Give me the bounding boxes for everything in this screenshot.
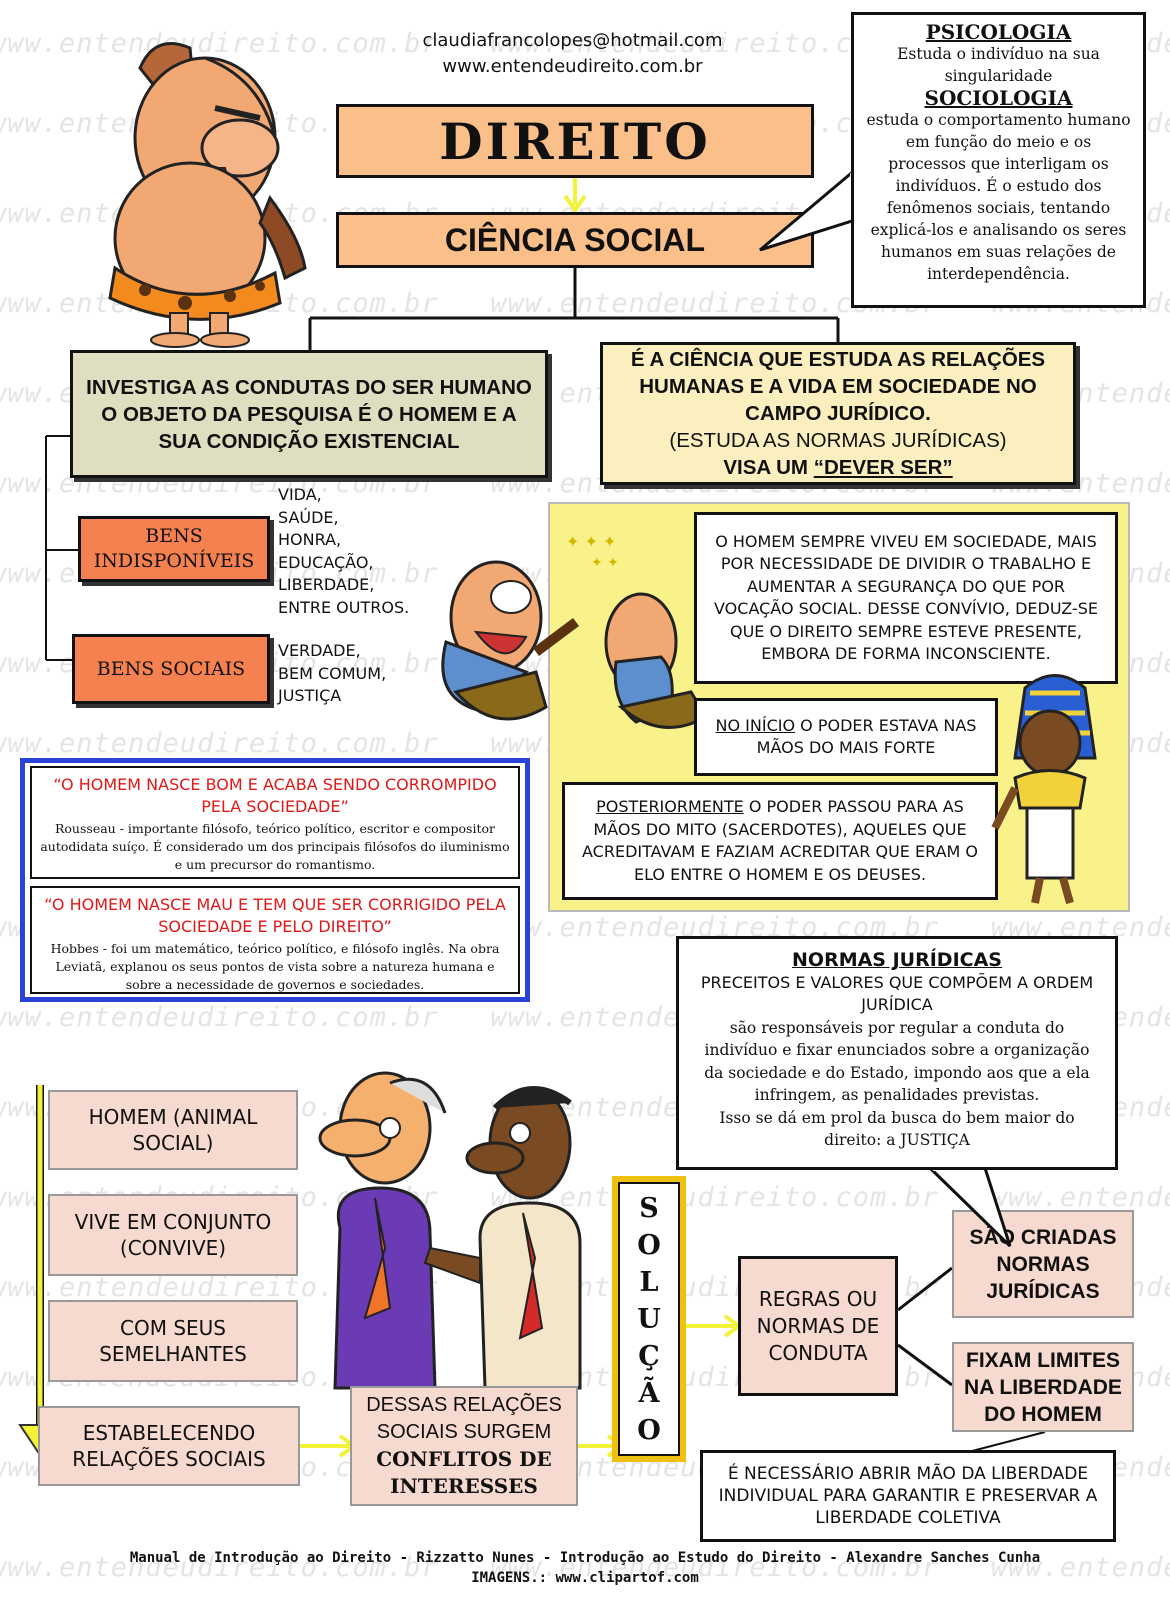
footer-references: Manual de Introdução ao Direito - Rizzat…: [129, 1550, 1041, 1566]
investiga-condutas-box: INVESTIGA AS CONDUTAS DO SER HUMANO O OB…: [70, 350, 548, 478]
caveman-illustration: [108, 42, 307, 348]
sociedade-text: O HOMEM SEMPRE VIVEU EM SOCIEDADE, MAIS …: [714, 531, 1098, 664]
quote-hobbes-text: Hobbes - foi um matemático, teórico polí…: [50, 941, 500, 992]
watermark-row: www.entendeudireito.com.br www.entendeud…: [0, 1552, 1170, 1583]
psicologia-title: PSICOLOGIA: [925, 20, 1072, 44]
flow-convive-label: VIVE EM CONJUNTO (CONVIVE): [74, 1210, 272, 1260]
normas-text: são responsáveis por regular a conduta d…: [704, 1018, 1090, 1105]
svg-text:✦ ✦: ✦ ✦: [591, 555, 619, 571]
conflitos-box: DESSAS RELAÇÕES SOCIAIS SURGEM CONFLITOS…: [350, 1386, 578, 1506]
flow-homem-box: HOMEM (ANIMAL SOCIAL): [48, 1090, 298, 1170]
investiga-line-1: INVESTIGA AS CONDUTAS DO SER HUMANO: [86, 375, 532, 399]
investiga-line-2: O OBJETO DA PESQUISA É O HOMEM E A SUA C…: [101, 402, 517, 453]
inicio-underline: NO INÍCIO: [715, 715, 796, 735]
bens-item: ENTRE OUTROS.: [278, 597, 410, 617]
bens-sociais-label: BENS SOCIAIS: [96, 658, 246, 680]
normas-subtitle: PRECEITOS E VALORES QUE COMPÕEM A ORDEM …: [700, 972, 1094, 1015]
bens-item: BEM COMUM,: [278, 663, 387, 683]
sociedade-box: O HOMEM SEMPRE VIVEU EM SOCIEDADE, MAIS …: [694, 512, 1118, 684]
posteriormente-text: POSTERIORMENTE O PODER PASSOU PARA AS MÃ…: [575, 796, 985, 886]
dever-ser-prefix: VISA UM: [723, 456, 814, 479]
direito-title-box: DIREITO: [336, 104, 814, 178]
header-website[interactable]: www.entendeudireito.com.br: [442, 56, 703, 77]
solucao-letter: O: [637, 1414, 661, 1446]
quote-rousseau-title: “O HOMEM NASCE BOM E ACABA SENDO CORROMP…: [53, 775, 497, 816]
bens-item: JUSTIÇA: [278, 686, 342, 705]
two-men-illustration: [318, 1071, 582, 1390]
svg-text:✦ ✦ ✦: ✦ ✦ ✦: [566, 532, 616, 551]
normas-title: NORMAS JURÍDICAS: [792, 949, 1002, 971]
solucao-letter: Ç: [638, 1340, 660, 1372]
psicologia-sociologia-bubble: PSICOLOGIA Estuda o indivíduo na sua sin…: [851, 12, 1146, 308]
pharaoh-illustration: [991, 674, 1097, 905]
normas-bubble-tail: [926, 1166, 1012, 1248]
inicio-poder-text: NO INÍCIO O PODER ESTAVA NAS MÃOS DO MAI…: [707, 715, 985, 760]
inicio-rest: O PODER ESTAVA NAS MÃOS DO MAIS FORTE: [756, 715, 977, 758]
conflitos-line-2: CONFLITOS DE INTERESSES: [376, 1447, 552, 1498]
posteriormente-underline: POSTERIORMENTE: [596, 797, 744, 816]
regras-conduta-label: REGRAS OU NORMAS DE CONDUTA: [756, 1286, 880, 1365]
bens-item: VERDADE,: [278, 641, 361, 660]
bens-item: VIDA,: [278, 485, 322, 504]
solucao-letter: U: [637, 1303, 661, 1335]
liberdade-coletiva-text: É NECESSÁRIO ABRIR MÃO DA LIBERDADE INDI…: [718, 1464, 1098, 1528]
regras-conduta-box: REGRAS OU NORMAS DE CONDUTA: [738, 1256, 898, 1396]
solucao-letter: Ã: [638, 1377, 660, 1409]
sociologia-text: estuda o comportamento humano em função …: [866, 111, 1131, 283]
bens-sociais-list: VERDADE, BEM COMUM, JUSTIÇA: [278, 640, 418, 708]
ciencia-relacoes-box: É A CIÊNCIA QUE ESTUDA AS RELAÇÕES HUMAN…: [600, 342, 1076, 485]
solucao-frame: S O L U Ç Ã O: [612, 1176, 686, 1462]
solucao-label: S O L U Ç Ã O: [618, 1182, 680, 1456]
flow-semelhantes-box: COM SEUS SEMELHANTES: [48, 1300, 298, 1382]
flow-semelhantes-label: COM SEUS SEMELHANTES: [99, 1316, 247, 1366]
bens-item: HONRA,: [278, 530, 342, 549]
ciencia-social-box: CIÊNCIA SOCIAL: [336, 212, 814, 268]
posteriormente-rest: O PODER PASSOU PARA AS MÃOS DO MITO (SAC…: [582, 797, 978, 884]
bens-indisponiveis-list: VIDA, SAÚDE, HONRA, EDUCAÇÃO, LIBERDADE,…: [278, 484, 418, 619]
flow-homem-label: HOMEM (ANIMAL SOCIAL): [88, 1105, 258, 1155]
footer-images-credit[interactable]: IMAGENS.: www.clipartof.com: [471, 1570, 699, 1586]
fixam-limites-label: FIXAM LIMITES NA LIBERDADE DO HOMEM: [964, 1348, 1122, 1426]
sociologia-title: SOCIOLOGIA: [924, 86, 1073, 110]
normas-juridicas-bubble: NORMAS JURÍDICAS PRECEITOS E VALORES QUE…: [676, 936, 1118, 1170]
solucao-letter: O: [637, 1229, 661, 1261]
bens-indisponiveis-box: BENS INDISPONÍVEIS: [78, 516, 270, 582]
bens-indisponiveis-label: BENS INDISPONÍVEIS: [93, 525, 255, 572]
bens-sociais-box: BENS SOCIAIS: [72, 634, 270, 704]
conflitos-line-1: DESSAS RELAÇÕES SOCIAIS SURGEM: [366, 1394, 562, 1443]
quote-hobbes-box: “O HOMEM NASCE MAU E TEM QUE SER CORRIGI…: [30, 886, 520, 994]
solucao-letter: L: [639, 1266, 659, 1298]
inicio-poder-box: NO INÍCIO O PODER ESTAVA NAS MÃOS DO MAI…: [694, 698, 998, 776]
posteriormente-box: POSTERIORMENTE O PODER PASSOU PARA AS MÃ…: [562, 782, 998, 900]
footer: Manual de Introdução ao Direito - Rizzat…: [0, 1548, 1170, 1588]
relacoes-line-3: VISA UM “DEVER SER”: [723, 454, 952, 481]
liberdade-coletiva-box: É NECESSÁRIO ABRIR MÃO DA LIBERDADE INDI…: [700, 1450, 1116, 1542]
quote-rousseau-text: Rousseau - importante filósofo, teórico …: [40, 821, 510, 872]
flow-convive-box: VIVE EM CONJUNTO (CONVIVE): [48, 1194, 298, 1276]
quote-hobbes-title: “O HOMEM NASCE MAU E TEM QUE SER CORRIGI…: [44, 895, 506, 936]
bens-item: EDUCAÇÃO,: [278, 552, 374, 572]
psicologia-text: Estuda o indivíduo na sua singularidade: [897, 45, 1100, 85]
dever-ser-emphasis: “DEVER SER”: [813, 456, 953, 479]
bens-item: SAÚDE,: [278, 507, 339, 527]
star-icons: ✦ ✦ ✦ ✦ ✦: [566, 532, 619, 571]
ciencia-social-label: CIÊNCIA SOCIAL: [444, 221, 706, 258]
relacoes-line-1: É A CIÊNCIA QUE ESTUDA AS RELAÇÕES HUMAN…: [630, 348, 1046, 425]
speech-bubble-tail: [759, 166, 860, 252]
header-email[interactable]: claudiafrancolopes@hotmail.com: [422, 30, 723, 51]
direito-title: DIREITO: [439, 111, 711, 171]
flow-relacoes-box: ESTABELECENDO RELAÇÕES SOCIAIS: [38, 1406, 300, 1486]
bens-item: LIBERDADE,: [278, 575, 375, 594]
normas-text-2: Isso se dá em prol da busca do bem maior…: [719, 1108, 1075, 1150]
solucao-letter: S: [639, 1192, 659, 1224]
quote-rousseau-box: “O HOMEM NASCE BOM E ACABA SENDO CORROMP…: [30, 766, 520, 879]
fixam-limites-box: FIXAM LIMITES NA LIBERDADE DO HOMEM: [952, 1342, 1134, 1432]
relacoes-line-2: (ESTUDA AS NORMAS JURÍDICAS): [669, 429, 1007, 452]
header-contact: claudiafrancolopes@hotmail.com www.enten…: [410, 28, 735, 80]
flow-relacoes-label: ESTABELECENDO RELAÇÕES SOCIAIS: [72, 1421, 266, 1471]
